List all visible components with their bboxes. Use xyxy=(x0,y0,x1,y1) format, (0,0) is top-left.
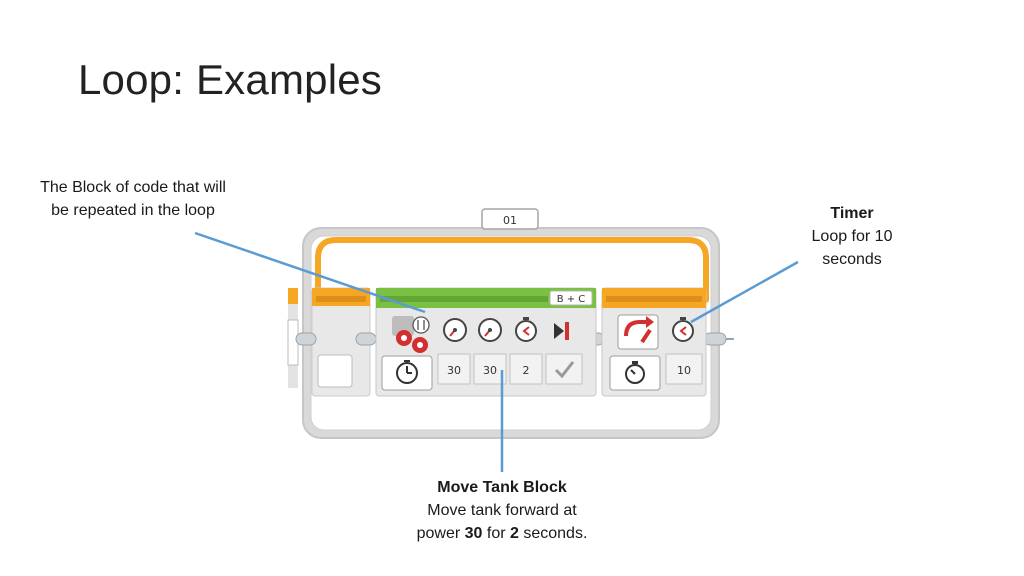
timer-note-title: Timer xyxy=(830,205,874,222)
move-tank-block[interactable]: B + C xyxy=(375,287,597,397)
left-power-value: 30 xyxy=(447,364,461,377)
brake-at-end-icon xyxy=(554,322,569,340)
ports-label: B + C xyxy=(557,294,586,305)
large-motor-pair-icon xyxy=(392,316,428,353)
move-tank-note-title: Move Tank Block xyxy=(437,479,567,496)
move-tank-note-power-value: 30 xyxy=(464,525,483,542)
slide-title: Loop: Examples xyxy=(78,56,382,103)
mode-button[interactable] xyxy=(381,355,433,391)
move-tank-note: Move Tank Block Move tank forward at pow… xyxy=(382,476,622,545)
seconds-input[interactable]: 2 xyxy=(509,353,543,385)
loop-end-timer-block[interactable]: 10 xyxy=(601,287,707,397)
loop-mode-button[interactable] xyxy=(609,355,661,391)
timer-note-desc: Loop for 10 seconds xyxy=(811,228,893,268)
right-power-gauge-icon xyxy=(478,318,502,342)
move-tank-note-line2: power 30 for 2 seconds. xyxy=(382,522,622,545)
left-power-input[interactable]: 30 xyxy=(437,353,471,385)
loop-repeat-icon xyxy=(617,314,659,350)
brake-toggle[interactable] xyxy=(545,353,583,385)
sequence-connectors xyxy=(295,332,734,346)
move-tank-note-seconds-value: 2 xyxy=(510,525,519,542)
seconds-value: 2 xyxy=(523,364,530,377)
block-note: The Block of code that will be repeated … xyxy=(40,179,226,219)
move-tank-note-line1: Move tank forward at xyxy=(427,502,577,519)
loop-seconds-input[interactable]: 10 xyxy=(665,353,703,385)
loop-path xyxy=(315,237,709,303)
timer-callout-line xyxy=(690,260,799,324)
move-tank-note-seconds-suffix: seconds. xyxy=(518,525,588,542)
ports-box[interactable] xyxy=(549,290,593,306)
right-power-input[interactable]: 30 xyxy=(473,353,507,385)
move-tank-note-power-prefix: power xyxy=(416,525,465,542)
loop-seconds-value: 10 xyxy=(677,364,691,377)
loop-label-box[interactable] xyxy=(481,208,539,230)
right-power-value: 30 xyxy=(483,364,497,377)
move-tank-note-for: for xyxy=(482,525,510,542)
loop-timer-gauge-icon xyxy=(672,317,694,342)
timer-note: Timer Loop for 10 seconds xyxy=(790,202,914,271)
block-callout-line xyxy=(194,231,426,314)
loop-label: 01 xyxy=(503,214,517,227)
mode-selector-icon[interactable] xyxy=(412,316,430,334)
seconds-timer-icon xyxy=(515,317,537,342)
left-power-gauge-icon xyxy=(443,318,467,342)
checkmark-icon xyxy=(554,361,575,379)
